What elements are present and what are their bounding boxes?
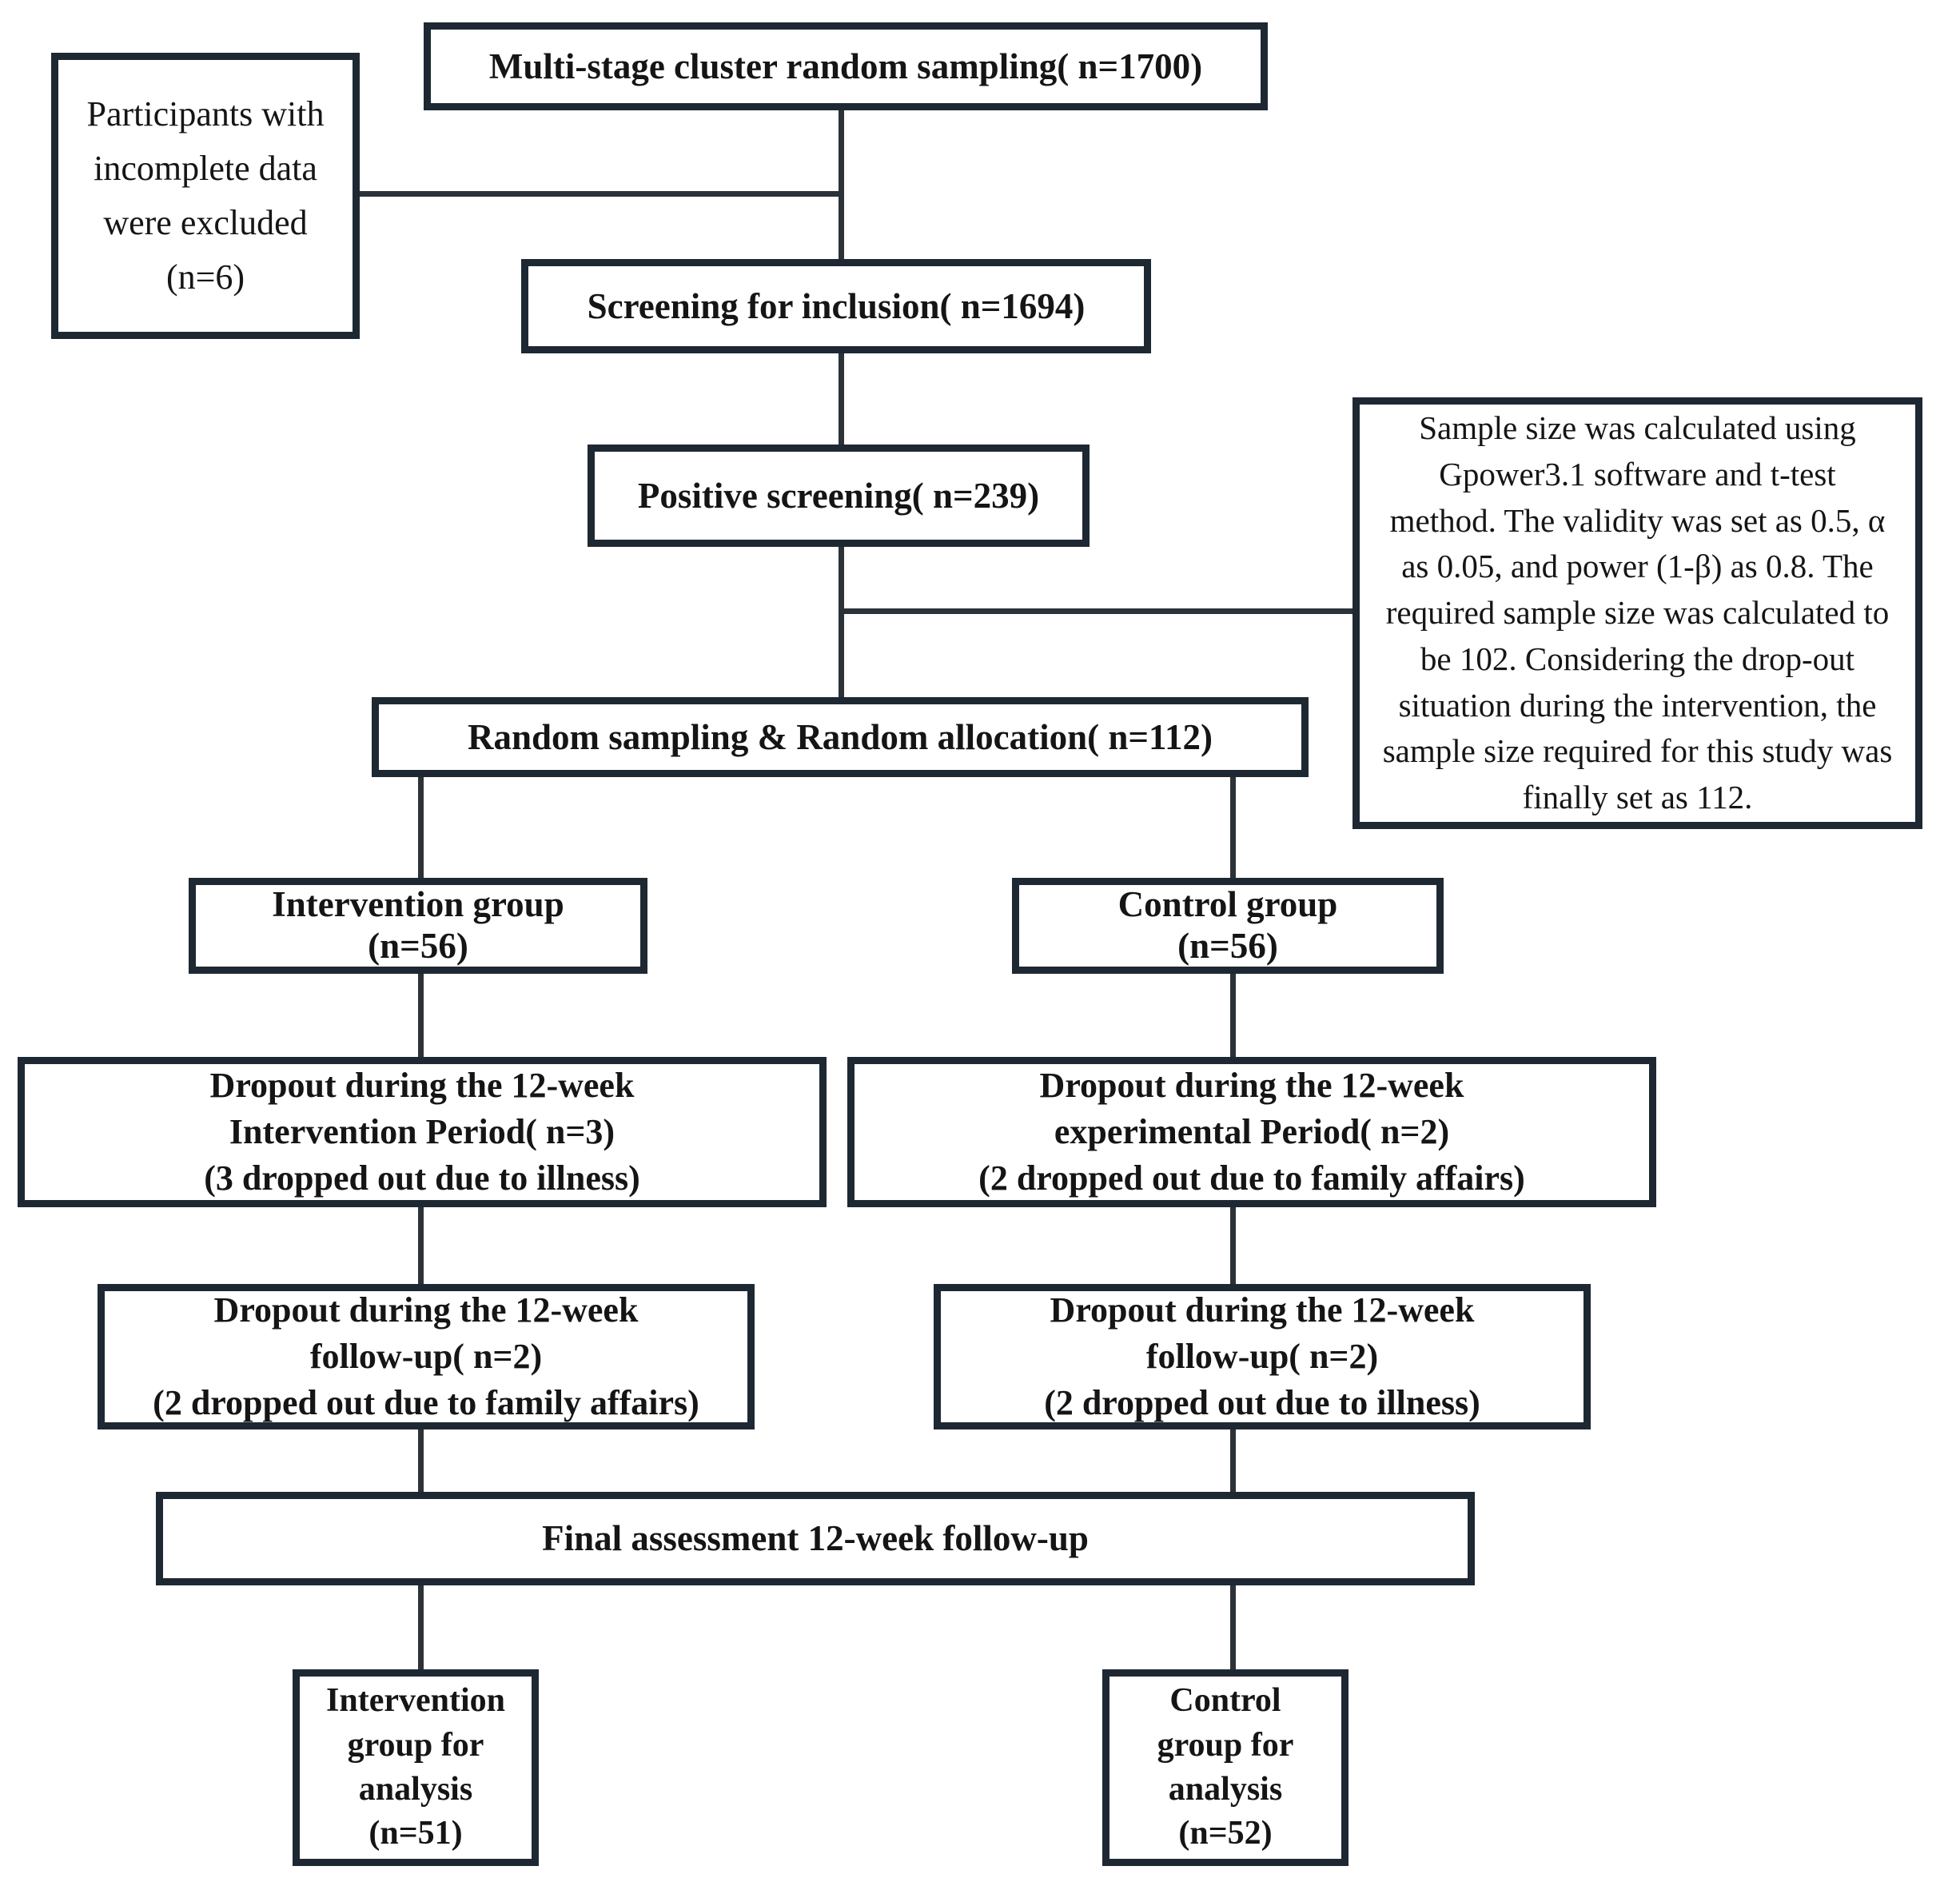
connector-final-to-analysis-right <box>1230 1584 1236 1672</box>
connector-final-to-analysis-left <box>418 1584 424 1672</box>
box-excluded: Participants with incomplete data were e… <box>51 53 360 339</box>
box-control-analysis: Control group for analysis (n=52) <box>1102 1669 1348 1866</box>
connector-followup-to-final-left <box>418 1428 424 1493</box>
connector-dropout-to-followup-right <box>1230 1206 1236 1286</box>
connector-random-to-control <box>1230 776 1236 879</box>
connector-sampling-to-screening <box>839 109 844 261</box>
box-sample-size-note: Sample size was calculated using Gpower3… <box>1352 397 1922 829</box>
connector-control-to-dropout <box>1230 972 1236 1059</box>
connector-dropout-to-followup-left <box>418 1206 424 1286</box>
connector-screening-to-positive <box>839 352 844 446</box>
connector-sample-note-branch <box>841 608 1354 614</box>
box-followup-dropout-intervention: Dropout during the 12-week follow-up( n=… <box>98 1284 755 1429</box>
box-control-group: Control group (n=56) <box>1012 878 1444 974</box>
box-dropout-control: Dropout during the 12-week experimental … <box>847 1057 1656 1207</box>
box-intervention-analysis: Intervention group for analysis (n=51) <box>293 1669 539 1866</box>
box-screening: Screening for inclusion( n=1694) <box>521 259 1151 353</box>
box-intervention-group: Intervention group (n=56) <box>189 878 647 974</box>
connector-followup-to-final-right <box>1230 1428 1236 1493</box>
connector-random-to-intervention <box>418 776 424 879</box>
box-multistage-sampling: Multi-stage cluster random sampling( n=1… <box>424 22 1268 110</box>
connector-excluded-branch <box>360 191 841 197</box>
box-final-assessment: Final assessment 12-week follow-up <box>156 1492 1475 1585</box>
box-followup-dropout-control: Dropout during the 12-week follow-up( n=… <box>934 1284 1591 1429</box>
connector-intervention-to-dropout <box>418 972 424 1059</box>
connector-positive-to-random <box>839 545 844 699</box>
box-random-allocation: Random sampling & Random allocation( n=1… <box>372 697 1309 777</box>
box-positive-screening: Positive screening( n=239) <box>588 445 1090 547</box>
box-dropout-intervention: Dropout during the 12-week Intervention … <box>18 1057 827 1207</box>
